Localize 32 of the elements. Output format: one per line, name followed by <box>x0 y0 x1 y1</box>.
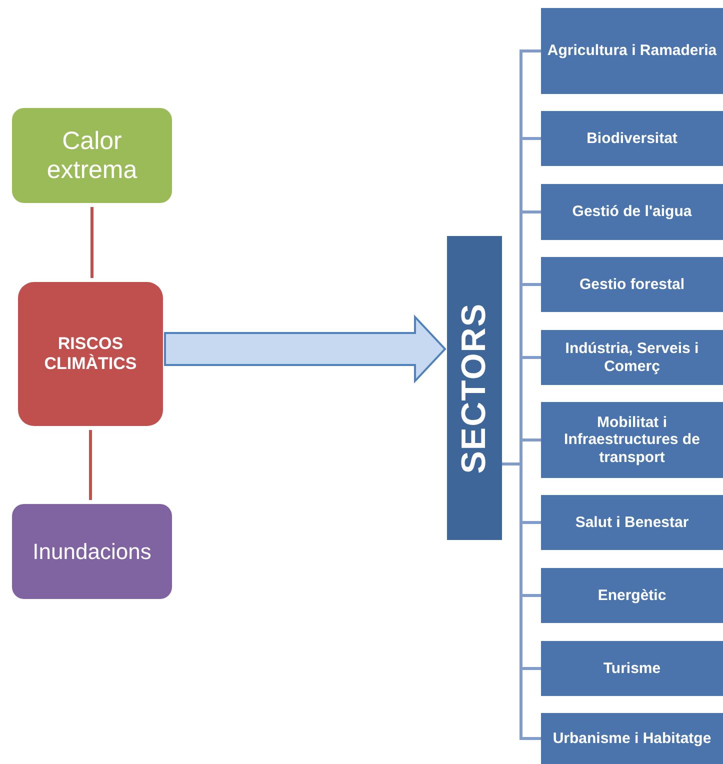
risk-box <box>18 282 163 426</box>
risk-box <box>12 504 172 599</box>
node-text: Inundacions <box>32 538 152 564</box>
sector-box <box>541 111 723 166</box>
block-arrow <box>164 314 446 384</box>
node-text: Salut i Benestar <box>575 514 689 532</box>
connector-line <box>89 430 92 500</box>
node-text: Mobilitat i Infraestructures de transport <box>563 414 701 466</box>
sector-box <box>541 495 723 550</box>
node-text: Biodiversitat <box>586 130 678 148</box>
risk-box <box>12 108 172 203</box>
connector-line <box>90 207 94 278</box>
heading-bar <box>447 236 502 540</box>
sector-box <box>541 184 723 240</box>
node-text: Agricultura i Ramaderia <box>547 42 717 60</box>
node-text: RISCOS CLIMÀTICS <box>43 334 138 374</box>
node-text: Urbanisme i Habitatge <box>552 730 712 748</box>
node-text: Turisme <box>603 660 661 678</box>
sector-box <box>541 641 723 696</box>
node-text: Energètic <box>598 586 666 604</box>
sector-box <box>541 713 723 764</box>
sector-box <box>541 330 723 385</box>
connector-line <box>502 462 541 740</box>
sector-box <box>541 568 723 623</box>
node-text: Gestio forestal <box>579 276 685 294</box>
node-text: Gestió de l'aigua <box>572 203 692 221</box>
sector-box <box>541 402 723 478</box>
node-text: Indústria, Serveis i Comerç <box>564 340 700 375</box>
node-text: Calor extrema <box>46 126 138 184</box>
sector-box <box>541 8 723 94</box>
sector-box <box>541 257 723 312</box>
heading-text: SECTORS <box>454 302 494 474</box>
